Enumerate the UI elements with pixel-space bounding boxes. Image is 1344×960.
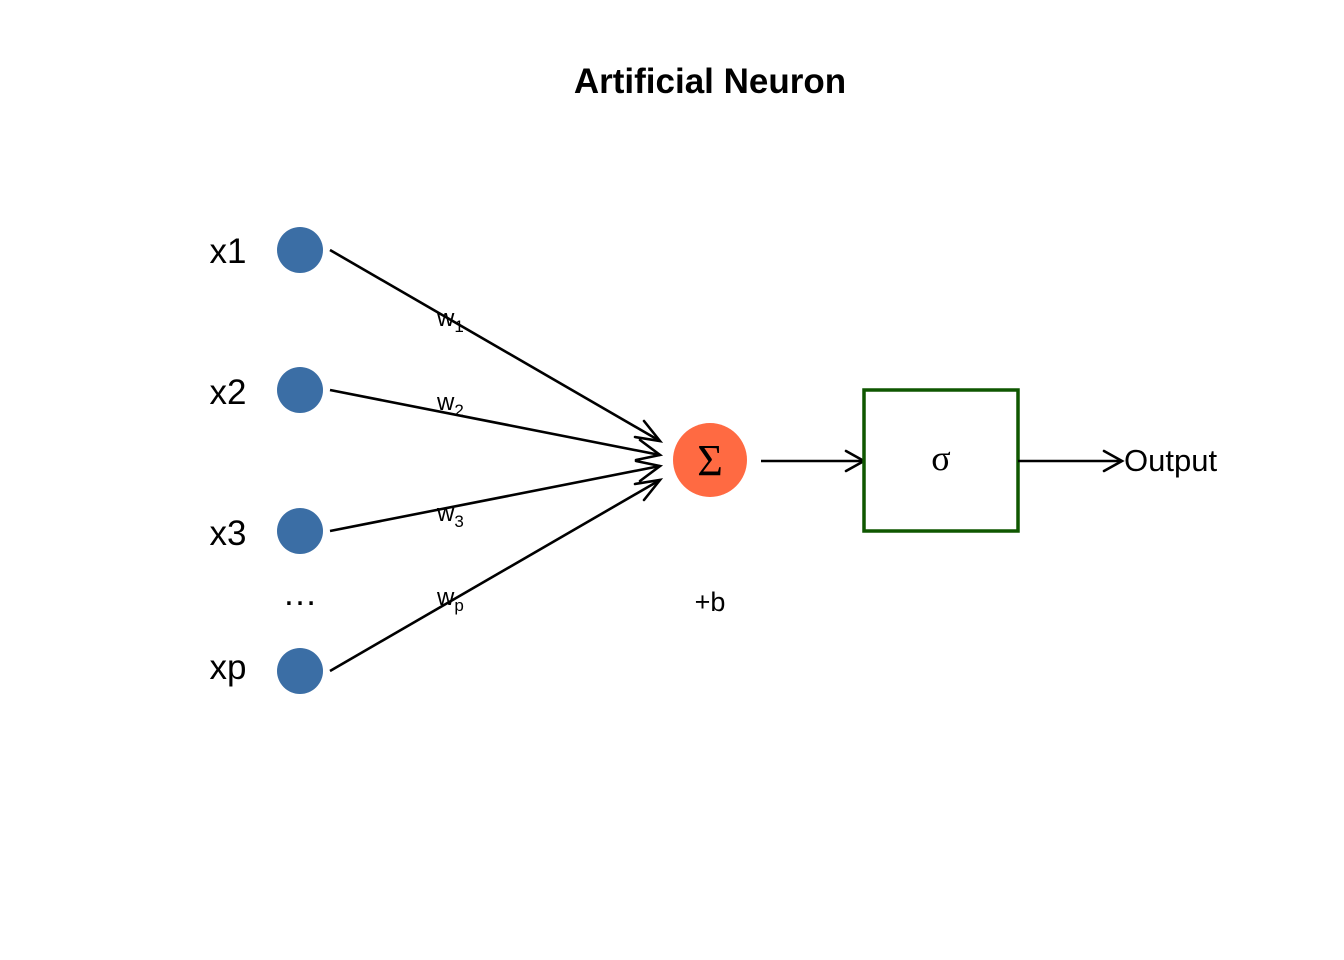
edge-1 (329, 248, 664, 443)
edge-2 (329, 388, 664, 462)
input-circle (277, 227, 323, 273)
weight-label-1: w1 (436, 305, 464, 336)
input-node-p: xp (210, 648, 323, 694)
input-label: x2 (210, 373, 247, 412)
input-label: xp (210, 648, 247, 687)
edge-sum-to-activation (761, 449, 867, 473)
input-circle (277, 508, 323, 554)
arrowhead-icon (1102, 449, 1125, 473)
sigma-sum-icon: Σ (697, 436, 723, 485)
input-label: x1 (210, 232, 247, 271)
edge-line (329, 388, 661, 457)
sum-node: Σ (673, 423, 747, 497)
edge-line (329, 248, 661, 443)
input-circle (277, 367, 323, 413)
arrowhead-icon (634, 438, 664, 462)
weight-label-p: wp (436, 584, 464, 615)
weight-label-2: w2 (436, 389, 464, 420)
diagram-title: Artificial Neuron (574, 62, 846, 101)
sum-circle (673, 423, 747, 497)
edge-to-output (1018, 449, 1125, 473)
edge-line (329, 464, 661, 533)
edge-p (329, 478, 664, 673)
input-circle (277, 648, 323, 694)
output-label: Output (1124, 443, 1217, 478)
input-node-3: x3 (210, 508, 323, 554)
ellipsis-label: … (283, 574, 318, 613)
input-node-1: x1 (210, 227, 323, 273)
input-node-2: x2 (210, 367, 323, 413)
input-label: x3 (210, 514, 247, 553)
bias-label: +b (695, 587, 726, 617)
arrowhead-icon (633, 478, 664, 502)
sigma-activation-icon: σ (931, 438, 950, 478)
weight-label-3: w3 (436, 500, 464, 531)
arrowhead-icon (634, 459, 664, 483)
edge-line (329, 478, 661, 673)
activation-box: σ (862, 388, 1020, 533)
arrowhead-icon (633, 419, 664, 443)
edge-3 (329, 459, 664, 533)
